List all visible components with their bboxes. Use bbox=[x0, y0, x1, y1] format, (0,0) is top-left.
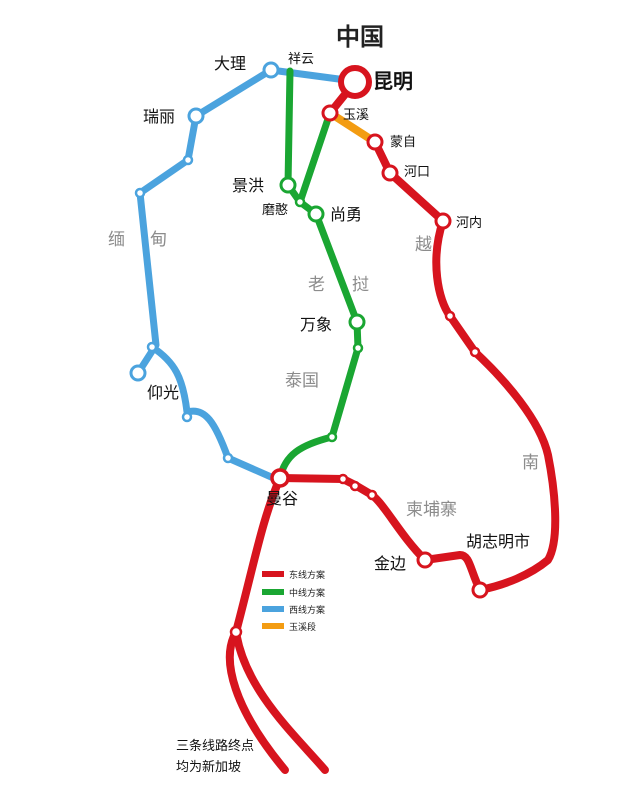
east-stop-6 bbox=[229, 625, 243, 639]
yuxi-label: 玉溪 bbox=[343, 108, 369, 123]
east-stop-3 bbox=[366, 489, 378, 501]
mohan-stop bbox=[294, 196, 306, 208]
legend-label-middle: 中线方案 bbox=[289, 587, 325, 599]
yuxi-station[interactable] bbox=[321, 104, 339, 122]
west-stop-1 bbox=[182, 154, 194, 166]
legend-label-east: 东线方案 bbox=[289, 569, 325, 581]
legend-swatch-yuxi bbox=[262, 623, 284, 629]
myanmar-label-1: 缅 bbox=[108, 230, 125, 250]
yangon-station[interactable] bbox=[129, 364, 147, 382]
phnom-penh-label: 金边 bbox=[374, 554, 406, 573]
note-line-1: 三条线路终点 bbox=[176, 738, 254, 754]
hochiminh-stop[interactable] bbox=[471, 581, 489, 599]
shangyong-label: 尚勇 bbox=[330, 205, 362, 224]
thailand-label: 泰国 bbox=[285, 371, 319, 391]
legend-swatch-middle bbox=[262, 589, 284, 595]
shangyong-station[interactable] bbox=[307, 205, 325, 223]
mengzi-station[interactable] bbox=[366, 133, 384, 151]
east-stop-5 bbox=[337, 473, 349, 485]
dali-station[interactable] bbox=[262, 61, 280, 79]
yuxi-segment bbox=[326, 109, 379, 146]
cambodia-label: 柬埔寨 bbox=[406, 500, 457, 520]
jinghong-label: 景洪 bbox=[232, 176, 264, 195]
legend-swatch-east bbox=[262, 571, 284, 577]
mengzi-label: 蒙自 bbox=[390, 135, 416, 150]
hanoi-label: 河内 bbox=[456, 215, 482, 231]
ruili-label: 瑞丽 bbox=[143, 107, 175, 126]
hanoi-station[interactable] bbox=[434, 212, 452, 230]
kunming-label: 昆明 bbox=[373, 69, 413, 93]
west-stop-2 bbox=[134, 187, 146, 199]
east-stop-1 bbox=[444, 310, 456, 322]
west-stop-5 bbox=[222, 452, 234, 464]
hekou-label: 河口 bbox=[404, 165, 430, 180]
bangkok-station[interactable] bbox=[270, 468, 290, 488]
laos-label-2: 挝 bbox=[352, 275, 369, 295]
middle-stop-2 bbox=[326, 431, 338, 443]
vientiane-label: 万象 bbox=[300, 315, 332, 334]
mohan-label: 磨憨 bbox=[262, 203, 288, 218]
myanmar-label-2: 甸 bbox=[150, 230, 167, 250]
phnom-penh-station[interactable] bbox=[416, 551, 434, 569]
east-stop-2 bbox=[469, 346, 481, 358]
west-stop-3 bbox=[146, 341, 158, 353]
vietnam-label-2: 南 bbox=[522, 453, 539, 473]
laos-label-1: 老 bbox=[308, 275, 325, 295]
east-line-south bbox=[225, 628, 289, 774]
legend-label-yuxi: 玉溪段 bbox=[289, 621, 316, 633]
hekou-station[interactable] bbox=[381, 164, 399, 182]
west-stop-4 bbox=[181, 411, 193, 423]
xiangyun-label: 祥云 bbox=[288, 52, 314, 67]
note-line-2: 均为新加坡 bbox=[176, 759, 241, 775]
legend-swatch-west bbox=[262, 606, 284, 612]
legend-label-west: 西线方案 bbox=[289, 604, 325, 616]
legend: 东线方案 中线方案 西线方案 玉溪段 bbox=[262, 569, 325, 633]
dali-label: 大理 bbox=[214, 54, 246, 73]
kunming-station[interactable] bbox=[338, 65, 372, 99]
middle-stop-1 bbox=[352, 342, 364, 354]
bangkok-label: 曼谷 bbox=[266, 489, 298, 508]
east-stop-4 bbox=[349, 480, 361, 492]
vietnam-label-1: 越 bbox=[415, 235, 432, 255]
yangon-label: 仰光 bbox=[147, 383, 179, 402]
ruili-station[interactable] bbox=[187, 107, 205, 125]
jinghong-station[interactable] bbox=[279, 176, 297, 194]
hochiminh-label: 胡志明市 bbox=[466, 532, 530, 551]
vientiane-station[interactable] bbox=[348, 313, 366, 331]
china-label: 中国 bbox=[336, 23, 384, 51]
